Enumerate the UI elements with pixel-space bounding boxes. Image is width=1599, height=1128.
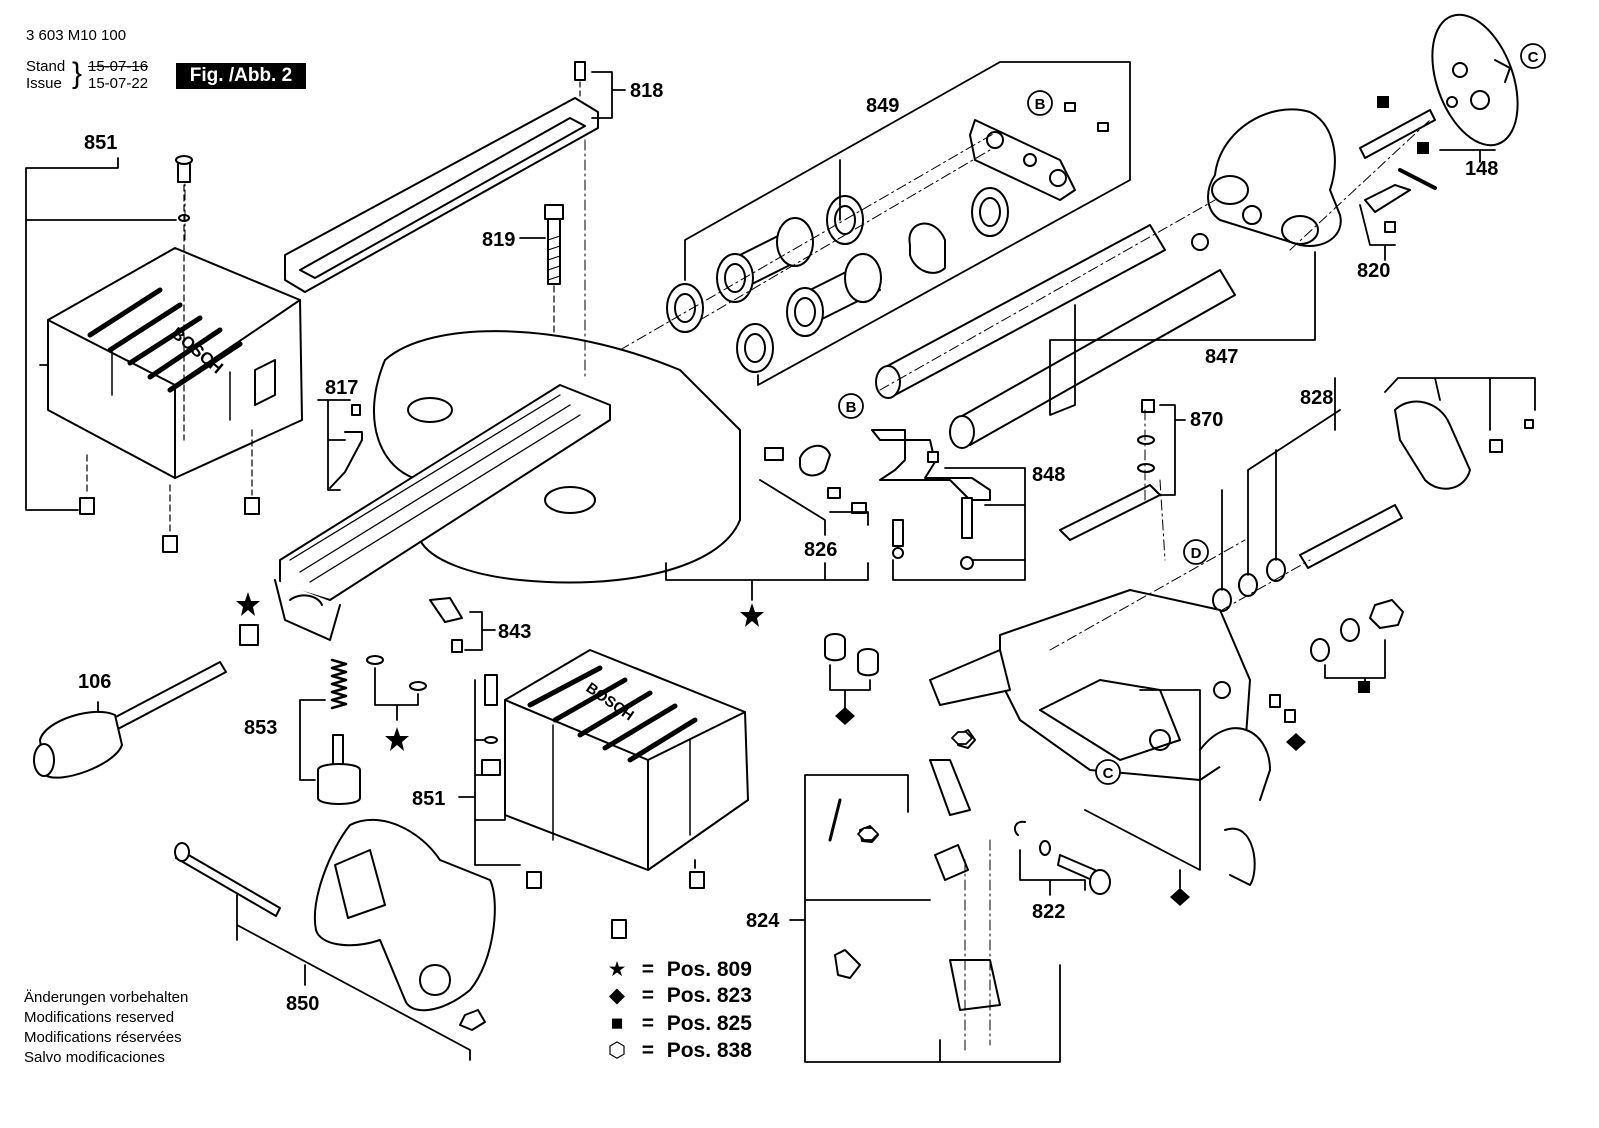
label-820: 820: [1357, 260, 1390, 282]
label-817: 817: [325, 377, 358, 399]
knob-106: [33, 624, 259, 779]
callout-b-circle-1: [1027, 90, 1053, 116]
callout-d: D: [1191, 545, 1202, 562]
callout-c-1: C: [1528, 49, 1539, 66]
hexagon-marker-1: [951, 731, 973, 745]
callout-c-2: C: [1103, 765, 1114, 782]
label-828: 828: [1300, 387, 1333, 409]
issue-label: Issue: [26, 75, 62, 92]
disc-148: [1431, 13, 1519, 147]
leader-851-top: [25, 157, 177, 511]
label-824: 824: [746, 910, 780, 932]
stand-date: 15-07-16: [88, 58, 149, 75]
callout-b-2: B: [846, 399, 857, 416]
legend-text-838: Pos. 838: [666, 1039, 752, 1062]
motor-cover-top: BOSCH: [47, 247, 303, 479]
clamp-826: [764, 444, 867, 514]
diamond-marker-2: [1286, 733, 1306, 751]
callout-c-circle-1: [1520, 43, 1546, 69]
hexagon-icon: ⬡: [607, 1039, 627, 1062]
label-106: 106: [78, 671, 111, 693]
label-822: 822: [1032, 901, 1065, 923]
rail-bushings: [666, 102, 1109, 373]
note-en: Modifications reserved: [24, 1009, 175, 1026]
callout-c-circle-2: [1095, 759, 1121, 785]
spring-853: [317, 658, 361, 805]
bracket-848: [871, 429, 991, 570]
screws-851-top: [79, 155, 260, 553]
star-marker-3: [385, 727, 409, 751]
legend-equals: =: [641, 958, 654, 981]
label-849: 849: [866, 95, 899, 117]
washers-right: [1269, 599, 1404, 723]
sleeves: [824, 633, 879, 677]
note-es: Salvo modificaciones: [24, 1049, 165, 1066]
brace-icon: }: [72, 57, 83, 90]
label-850: 850: [286, 993, 319, 1015]
clip-843: [366, 597, 463, 691]
legend-equals: =: [641, 1012, 654, 1035]
star-icon: ★: [607, 958, 627, 981]
clamp-817: [329, 404, 363, 489]
pin-822: [1013, 820, 1111, 895]
bracket-850: [174, 819, 496, 1031]
bevel-assembly: [929, 589, 1271, 886]
label-847: 847: [1205, 346, 1238, 368]
label-818: 818: [630, 80, 663, 102]
diamond-marker-1: [835, 707, 855, 725]
pins-820: [1359, 109, 1437, 233]
square-marker-3: [1358, 681, 1370, 693]
callout-d-circle: [1183, 539, 1209, 565]
square-marker-2: [1417, 142, 1429, 154]
legend-equals: =: [641, 984, 654, 1007]
bolt-819: [544, 204, 564, 421]
label-843: 843: [498, 621, 531, 643]
rails-847: [875, 224, 1236, 449]
note-fr: Modifications réservées: [24, 1029, 182, 1046]
legend-equals: =: [641, 1039, 654, 1062]
stand-label: Stand: [26, 58, 66, 75]
saw-base: [274, 330, 741, 641]
motor-cover-bottom: BOSCH: [481, 649, 749, 871]
callout-b-1: B: [1035, 96, 1046, 113]
star-marker-2: [740, 603, 764, 627]
label-848: 848: [1032, 464, 1065, 486]
square-icon: ■: [610, 1012, 624, 1035]
legend-row-823: ◆ = Pos. 823: [605, 983, 752, 1009]
leader-849: [684, 61, 1131, 386]
issue-date: 15-07-22: [88, 75, 149, 92]
star-marker-1: [236, 592, 260, 616]
callout-b-circle-2: [838, 393, 864, 419]
hexagon-marker-2: [857, 827, 879, 841]
label-851-bottom: 851: [412, 788, 445, 810]
fence-bar: [284, 61, 599, 293]
figure-label: Fig. /Abb. 2: [176, 63, 306, 89]
legend-text-809: Pos. 809: [666, 958, 752, 981]
document-number: 3 603 M10 100: [26, 27, 127, 44]
legend-row-825: ■ = Pos. 825: [605, 1011, 752, 1037]
diamond-icon: ◆: [608, 984, 626, 1007]
screws-851-bottom: [526, 871, 705, 939]
leader-847: [1049, 251, 1316, 416]
label-148: 148: [1465, 158, 1498, 180]
legend-text-825: Pos. 825: [666, 1012, 752, 1035]
legend-row-809: ★ = Pos. 809: [605, 957, 752, 983]
label-826: 826: [804, 539, 837, 561]
handle-828: [1212, 400, 1534, 612]
square-marker-1: [1377, 96, 1389, 108]
label-819: 819: [482, 229, 515, 251]
rail-head: [1207, 108, 1342, 247]
leader-818: [591, 71, 626, 119]
label-851-top: 851: [84, 132, 117, 154]
note-de: Änderungen vorbehalten: [24, 989, 189, 1006]
label-853: 853: [244, 717, 277, 739]
label-870: 870: [1190, 409, 1223, 431]
switch-824: [828, 729, 1001, 1011]
marker-symbols: [236, 96, 1429, 906]
legend-row-838: ⬡ = Pos. 838: [605, 1038, 752, 1064]
legend-text-823: Pos. 823: [666, 984, 752, 1007]
diamond-marker-3: [1170, 888, 1190, 906]
